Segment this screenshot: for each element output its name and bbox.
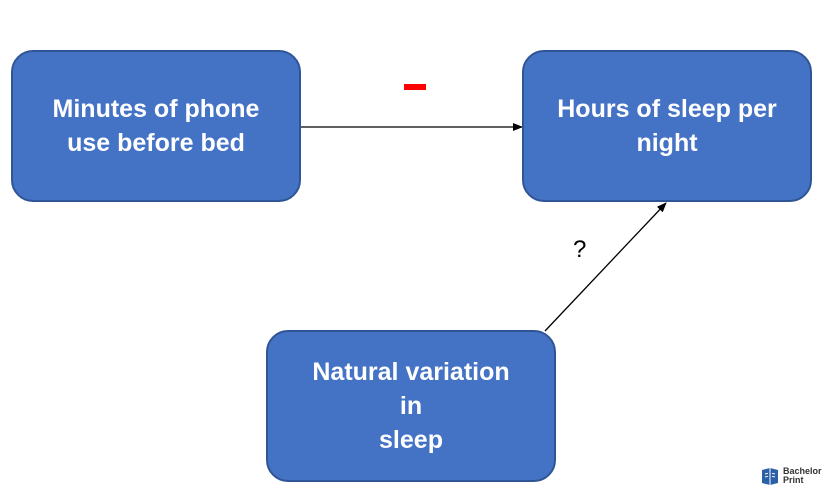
book-logo-icon — [762, 468, 778, 485]
node-natural-variation-line-2: sleep — [379, 426, 443, 454]
minus-sign-icon — [404, 84, 426, 90]
bachelorprint-logo: Bachelor Print — [760, 466, 822, 486]
node-natural-variation-line-1: Natural variation in — [312, 358, 510, 420]
node-phone-use: Minutes of phone use before bed — [11, 50, 301, 202]
node-sleep-hours-line-1: Hours of sleep per — [557, 95, 777, 123]
edge-variation-to-sleep — [544, 202, 667, 332]
node-phone-use-line-2: use before bed — [67, 129, 245, 157]
node-natural-variation: Natural variation in sleep — [266, 330, 556, 482]
logo-text: Bachelor Print — [783, 467, 822, 485]
edge-question-label: ? — [573, 236, 587, 263]
node-phone-use-line-1: Minutes of phone — [52, 95, 260, 123]
logo-text-line-1: Bachelor — [783, 466, 822, 476]
node-sleep-hours: Hours of sleep per night — [522, 50, 812, 202]
node-sleep-hours-line-2: night — [636, 129, 698, 157]
logo-text-line-2: Print — [783, 475, 804, 485]
